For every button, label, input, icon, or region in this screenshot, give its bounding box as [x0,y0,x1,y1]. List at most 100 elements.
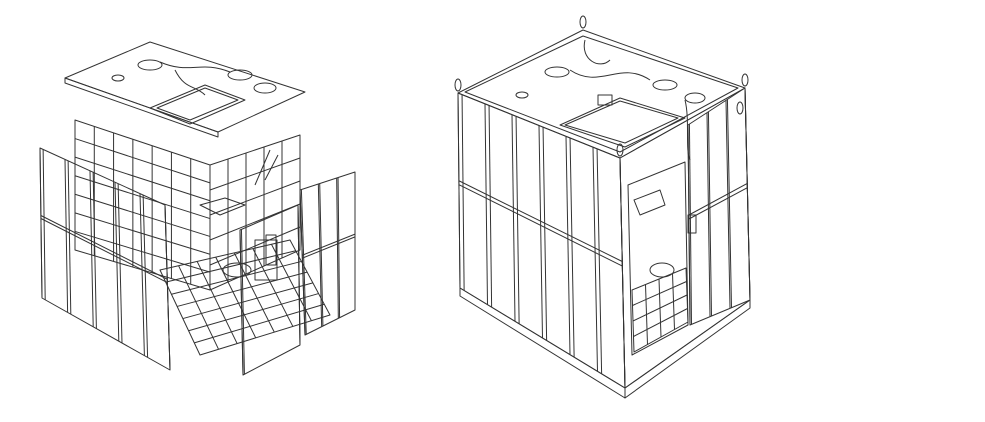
tile-line [672,273,675,330]
rail [40,218,168,283]
roof-panel [64,41,306,138]
stud [299,189,306,336]
lifting-eye [579,15,587,29]
stud [39,147,43,299]
stud [164,204,171,371]
tile-line [209,180,301,216]
stud [89,170,94,327]
junction-box [597,94,613,106]
cable [569,39,691,161]
stud [300,189,307,335]
tile-line [209,157,301,191]
stud [725,100,731,309]
tile-line [209,203,301,241]
stud [596,148,603,374]
skylight [559,97,686,148]
rail [40,215,168,280]
stud [688,124,692,325]
tile-line [171,260,302,295]
vent-fan [227,69,253,81]
door-opening [627,161,689,356]
stud [542,127,548,341]
stud [319,183,324,327]
tile-line [632,294,688,322]
stud [538,125,543,339]
stud [92,172,97,329]
base-plinth-right [624,299,751,399]
stud [117,183,123,344]
stud [706,112,711,317]
floor-tiles [159,239,331,356]
skylight-inner [156,87,239,121]
stud [515,116,520,324]
tile-line [188,293,319,332]
stud [726,99,732,308]
stud [142,195,149,358]
tile-line [74,193,211,237]
vent-fan [684,92,706,104]
tile-line [74,175,211,220]
left-wall-panel [457,92,626,389]
stud [569,137,575,358]
lifting-eye [616,143,624,157]
stud [67,160,72,315]
tile-line [74,156,211,202]
door-panel [239,204,301,376]
stud [592,147,598,372]
light-fixture [515,91,529,99]
lifting-eye [741,73,749,87]
rail [458,184,623,267]
lifting-eye [454,78,462,92]
stud [565,136,571,355]
left-wall-panel [39,147,171,371]
skylight-inner [564,100,679,144]
lifting-eye [736,101,744,115]
roof-edge [64,77,219,138]
stud [461,94,465,291]
tile-line [215,256,257,339]
vent-fan [544,66,570,78]
tile-line [177,271,308,307]
tile-line [252,248,294,327]
mirror-glint [264,154,279,181]
assembled-bathroom-pod [454,15,751,399]
panel-outline [457,92,626,389]
tile-line [270,244,312,321]
floor-outline [209,134,301,291]
stud [42,149,46,300]
toilet-bowl [222,262,252,278]
stud [336,177,339,319]
door-hardware [265,234,277,266]
stud [64,159,69,313]
rail [458,180,623,262]
tile-line [182,282,313,320]
stud [488,105,493,308]
light-fixture [111,74,125,82]
stud [139,193,145,356]
floor-outline [159,239,331,356]
tile-line [196,261,238,344]
tile-line [74,230,211,273]
rail [688,182,748,216]
vent-fan [652,79,678,91]
roof-inner [464,35,739,153]
tile-line [165,250,296,283]
sink [633,189,666,216]
stud [457,92,461,289]
stud [511,114,516,322]
stud [707,111,712,317]
rail [302,233,356,256]
stud [317,183,323,327]
sink [199,197,246,216]
floor-outline [631,267,689,353]
right-wall-panel [299,171,356,336]
rail [302,236,356,259]
stud [337,177,341,318]
right-wall-panel [687,87,751,326]
side-wall-tiles [209,134,301,291]
stud [239,229,244,376]
vent-fan [253,82,277,94]
rail [688,187,748,220]
exploded-bathroom-pod [39,41,356,376]
